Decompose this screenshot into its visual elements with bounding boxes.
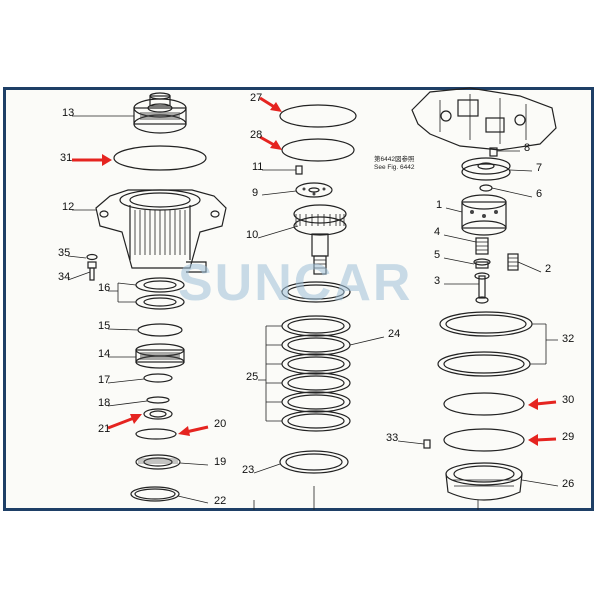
part-label-34: 34 <box>58 271 70 283</box>
part-label-13: 13 <box>62 107 74 119</box>
part-label-6: 6 <box>536 188 542 200</box>
part-17-ring <box>143 373 173 383</box>
diagram-frame <box>3 87 594 511</box>
part-label-10: 10 <box>246 229 258 241</box>
part-11-pin <box>295 165 303 175</box>
part-label-26: 26 <box>562 478 574 490</box>
part-22-ring <box>130 486 180 502</box>
part-label-1: 1 <box>436 199 442 211</box>
part-32-rings <box>437 311 533 377</box>
part-12-housing <box>95 189 227 273</box>
part-29-oring <box>443 428 525 452</box>
part-label-24: 24 <box>388 328 400 340</box>
pump-body <box>411 87 557 151</box>
part-label-4: 4 <box>434 226 440 238</box>
highlight-arrows <box>72 96 557 446</box>
part-33-pin <box>423 439 431 449</box>
part-label-7: 7 <box>536 162 542 174</box>
part-label-16: 16 <box>98 282 110 294</box>
part-label-29: 29 <box>562 431 574 443</box>
part-21-seal <box>143 408 173 420</box>
part-label-11: 11 <box>252 161 263 173</box>
part-label-30: 30 <box>562 394 574 406</box>
part-4-spring <box>475 237 489 255</box>
figure-reference-note-jp: 第6442図参照 <box>374 154 415 163</box>
part-2-spring <box>507 253 519 271</box>
part-1-cylinder <box>461 194 507 236</box>
part-label-17: 17 <box>98 374 110 386</box>
part-28-ring <box>281 138 355 162</box>
part-label-33: 33 <box>386 432 398 444</box>
leader-lines <box>67 115 559 510</box>
part-label-25: 25 <box>246 371 258 383</box>
part-18-snapring <box>146 396 170 404</box>
part-27-oring <box>279 104 357 128</box>
part-34-35-bolt <box>86 253 98 281</box>
part-20-oring <box>135 428 177 440</box>
part-9-gear <box>295 182 333 198</box>
part-6-washer <box>479 184 493 192</box>
part-5-cap <box>473 258 491 269</box>
part-label-27: 27 <box>250 92 262 104</box>
part-3-piston <box>474 272 490 304</box>
part-label-31: 31 <box>60 152 72 164</box>
part-label-35: 35 <box>58 247 70 259</box>
part-7-valve-plate <box>461 157 511 181</box>
part-label-19: 19 <box>214 456 226 468</box>
part-label-14: 14 <box>98 348 110 360</box>
part-14-bearing <box>135 343 185 369</box>
part-label-22: 22 <box>214 495 226 507</box>
part-16-rings <box>135 277 185 310</box>
figure-reference-note-en: See Fig. 6442 <box>374 164 415 171</box>
part-label-12: 12 <box>62 201 74 213</box>
part-label-28: 28 <box>250 129 262 141</box>
part-label-18: 18 <box>98 397 110 409</box>
part-label-20: 20 <box>214 418 226 430</box>
part-30-ring <box>443 392 525 416</box>
part-label-8: 8 <box>524 142 530 154</box>
part-label-2: 2 <box>545 263 551 275</box>
part-8-plug <box>489 147 498 157</box>
part-19-seal <box>135 454 181 470</box>
part-23-plate <box>279 450 349 474</box>
part-13-bearing <box>133 92 187 134</box>
part-10-shaft <box>293 204 347 275</box>
part-label-32: 32 <box>562 333 574 345</box>
part-label-23: 23 <box>242 464 254 476</box>
part-label-15: 15 <box>98 320 110 332</box>
part-15-ring <box>137 323 183 337</box>
part-label-3: 3 <box>434 275 440 287</box>
part-label-5: 5 <box>434 249 440 261</box>
part-26-cover <box>445 462 523 501</box>
part-31-oring <box>113 145 207 171</box>
watermark-logo: SUNCAR <box>178 254 412 312</box>
part-label-9: 9 <box>252 187 258 199</box>
part-label-21: 21 <box>98 423 110 435</box>
